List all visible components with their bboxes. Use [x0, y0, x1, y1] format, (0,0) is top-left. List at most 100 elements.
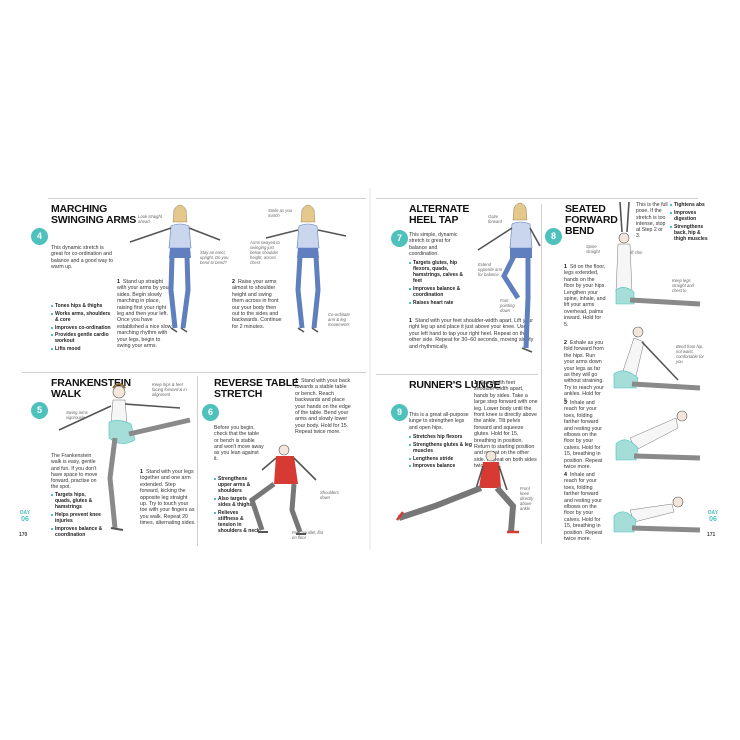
section-title: SEATED FORWARD BEND — [565, 204, 618, 237]
forward-bend-step2-figure — [613, 326, 701, 391]
benefit-item: Improves co-ordination — [51, 325, 113, 331]
step-number: 1 — [295, 378, 298, 384]
benefit-item: Improves balance & coordination — [51, 526, 103, 538]
benefit-item: Improves digestion — [670, 210, 710, 222]
right-page — [372, 188, 724, 550]
step-number: 3 — [564, 400, 567, 406]
section-number-badge: 8 — [545, 228, 562, 245]
forward-bend-step3-figure — [615, 410, 701, 461]
step-number: 2 — [232, 279, 235, 285]
book-gutter — [369, 188, 371, 550]
page-number: 170 — [19, 532, 28, 538]
benefit-item: Strengthens upper arms & shoulders — [214, 476, 260, 494]
section-title: MARCHING SWINGING ARMS — [51, 204, 136, 226]
annotation: Shoulders down — [320, 490, 339, 500]
benefit-item: Improves balance & coordination — [409, 286, 469, 298]
annotation: Spine straight — [586, 244, 600, 254]
annotation: Arms swayed to swinging just below shoul… — [250, 240, 280, 265]
annotation: Swing arms vigorously — [66, 410, 88, 420]
step-body: Inhale and reach for your toes, folding … — [564, 400, 603, 471]
benefit-item: Tones hips & thighs — [51, 303, 113, 309]
benefit-item: Relieves stiffness & tension in shoulder… — [214, 510, 260, 534]
annotation: Gaze forward — [488, 214, 502, 224]
benefit-item: Raises heart rate — [409, 300, 469, 306]
title-line: WALK — [51, 388, 82, 400]
annotation: Smile as you march — [268, 208, 292, 218]
annotation: Lift chin — [628, 250, 643, 255]
section-intro: This is a great all-purpose lunge to str… — [409, 412, 469, 431]
day-label: DAY — [707, 510, 719, 516]
heel-tap-figure — [477, 202, 541, 353]
section-title: ALTERNATE HEEL TAP — [409, 204, 469, 226]
benefits-list: Targets hips, quads, glutes & hamstrings… — [51, 492, 103, 539]
title-line: STRETCH — [214, 388, 263, 400]
step-body: Sit on the floor, legs extended, hands o… — [564, 264, 606, 328]
section-divider — [48, 198, 366, 199]
title-line: MARCHING — [51, 203, 108, 215]
section-number-badge: 4 — [31, 228, 48, 245]
step-body: Exhale as you fold forward from the hips… — [564, 340, 604, 404]
reverse-table-figure — [249, 444, 317, 535]
day-tab: DAY 06 — [707, 510, 719, 523]
benefits-list: Strengthens upper arms & shoulders Also … — [214, 476, 260, 535]
annotation: Look straight ahead — [138, 214, 162, 224]
page-number: 171 — [707, 532, 716, 538]
step-body: Stand with feet shoulder-width apart, ha… — [474, 380, 538, 470]
annotation: Keep legs straight and chest lo — [672, 278, 694, 293]
section-intro: This dynamic stretch is great for co-ord… — [51, 245, 114, 270]
benefits-list: Stretches hip flexors Strengthens glutes… — [409, 434, 473, 471]
step-number: 1 — [140, 469, 143, 475]
title-line: FORWARD — [565, 214, 618, 226]
section-title: RUNNER'S LUNGE — [409, 380, 500, 391]
title-line: BEND — [565, 225, 594, 237]
benefit-item: Provides gentle cardio workout — [51, 332, 113, 344]
marching-figure-1 — [129, 204, 221, 333]
section-divider — [376, 374, 538, 375]
runners-lunge-figure — [396, 450, 519, 534]
section-number-badge: 9 — [391, 404, 408, 421]
day-number: 06 — [709, 516, 717, 523]
section-intro: This is the full pose. If the stretch is… — [636, 202, 668, 240]
annotation: Co-ordinate arm & leg movements — [328, 312, 350, 327]
benefit-item: Also targets sides & thighs — [214, 496, 260, 508]
benefit-item: Works arms, shoulders & core — [51, 311, 113, 323]
benefits-list: Targets glutes, hip flexors, quads, hams… — [409, 260, 469, 307]
step-body: Stand with your legs together and one ar… — [140, 469, 196, 527]
step-body: Stand with your feet shoulder-width apar… — [409, 318, 534, 350]
step-number: 1 — [117, 279, 120, 285]
step-body: Inhale and reach for your toes, folding … — [564, 472, 603, 543]
annotation: Foot pointing down — [500, 298, 515, 313]
benefits-list: Tones hips & thighs Works arms, shoulder… — [51, 303, 113, 354]
section-title: FRANKENSTEIN WALK — [51, 378, 131, 400]
step-number: 1 — [474, 380, 477, 386]
annotation: Keep hips & feet facing forward & in ali… — [152, 382, 187, 397]
step-body: Stand with your back towards a stable ta… — [295, 378, 351, 436]
step-body: Raise your arms almost to shoulder heigh… — [232, 279, 282, 330]
annotation: Stay an erect, upright. Do you bend to b… — [200, 250, 229, 265]
title-line: FRANKENSTEIN — [51, 377, 131, 389]
benefit-item: Lifts mood — [51, 346, 113, 352]
title-line: ALTERNATE — [409, 203, 470, 215]
title-line: SWINGING ARMS — [51, 214, 137, 226]
forward-bend-step1-figure — [615, 201, 701, 307]
day-tab: DAY 06 — [19, 510, 31, 523]
benefit-item: Tightens abs — [670, 202, 710, 208]
step-body: Stand up straight with your arms by your… — [117, 279, 172, 350]
day-label: DAY — [19, 510, 31, 516]
benefits-list: Tightens abs Improves digestion Strength… — [670, 202, 710, 243]
title-line: RUNNER'S LUNGE — [409, 379, 501, 391]
marching-figure-2 — [265, 204, 347, 333]
annotation: Feet parallel, flat on floor — [292, 530, 323, 540]
forward-bend-step4-figure — [613, 496, 701, 533]
benefit-item: Strengthens glutes & leg muscles — [409, 442, 473, 454]
benefit-item: Strengthens back, hip & thigh muscles — [670, 224, 710, 242]
step-number: 2 — [564, 340, 567, 346]
benefit-item: Targets hips, quads, glutes & hamstrings — [51, 492, 103, 510]
